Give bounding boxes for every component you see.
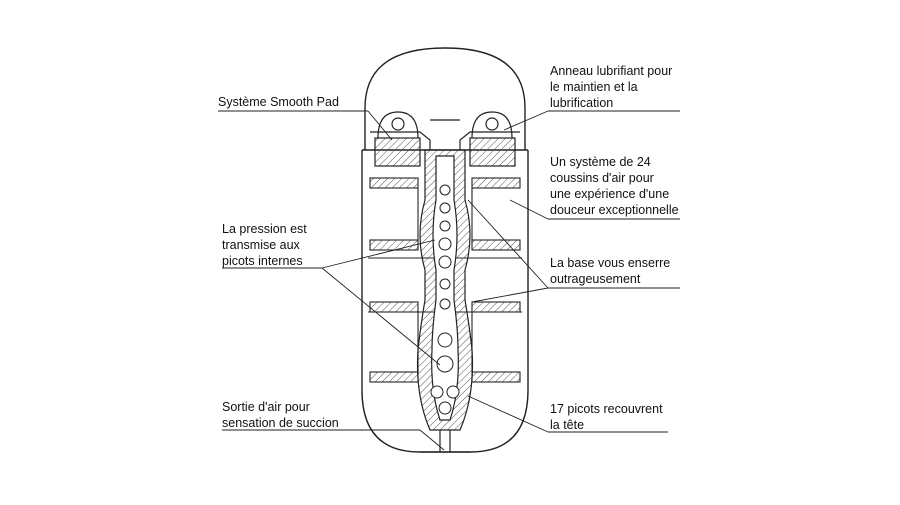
inner-bumps bbox=[430, 184, 460, 415]
label-smooth-pad: Système Smooth Pad bbox=[218, 95, 339, 109]
side-chambers bbox=[369, 177, 521, 383]
label-pressure: La pression est transmise aux picots int… bbox=[222, 222, 307, 268]
air-exit bbox=[420, 430, 470, 453]
label-air-exit: Sortie d'air pour sensation de succion bbox=[222, 400, 339, 430]
leader-lines-right bbox=[467, 110, 680, 433]
central-sleeve bbox=[416, 149, 474, 431]
label-bumps: 17 picots recouvrent la tête bbox=[550, 402, 663, 432]
leader-lines-left bbox=[218, 110, 445, 451]
label-cushions: Un système de 24 coussins d'air pour une… bbox=[550, 155, 679, 217]
label-lubricant-ring: Anneau lubrifiant pour le maintien et la… bbox=[550, 64, 673, 110]
label-base-grip: La base vous enserre outrageusement bbox=[550, 256, 671, 286]
